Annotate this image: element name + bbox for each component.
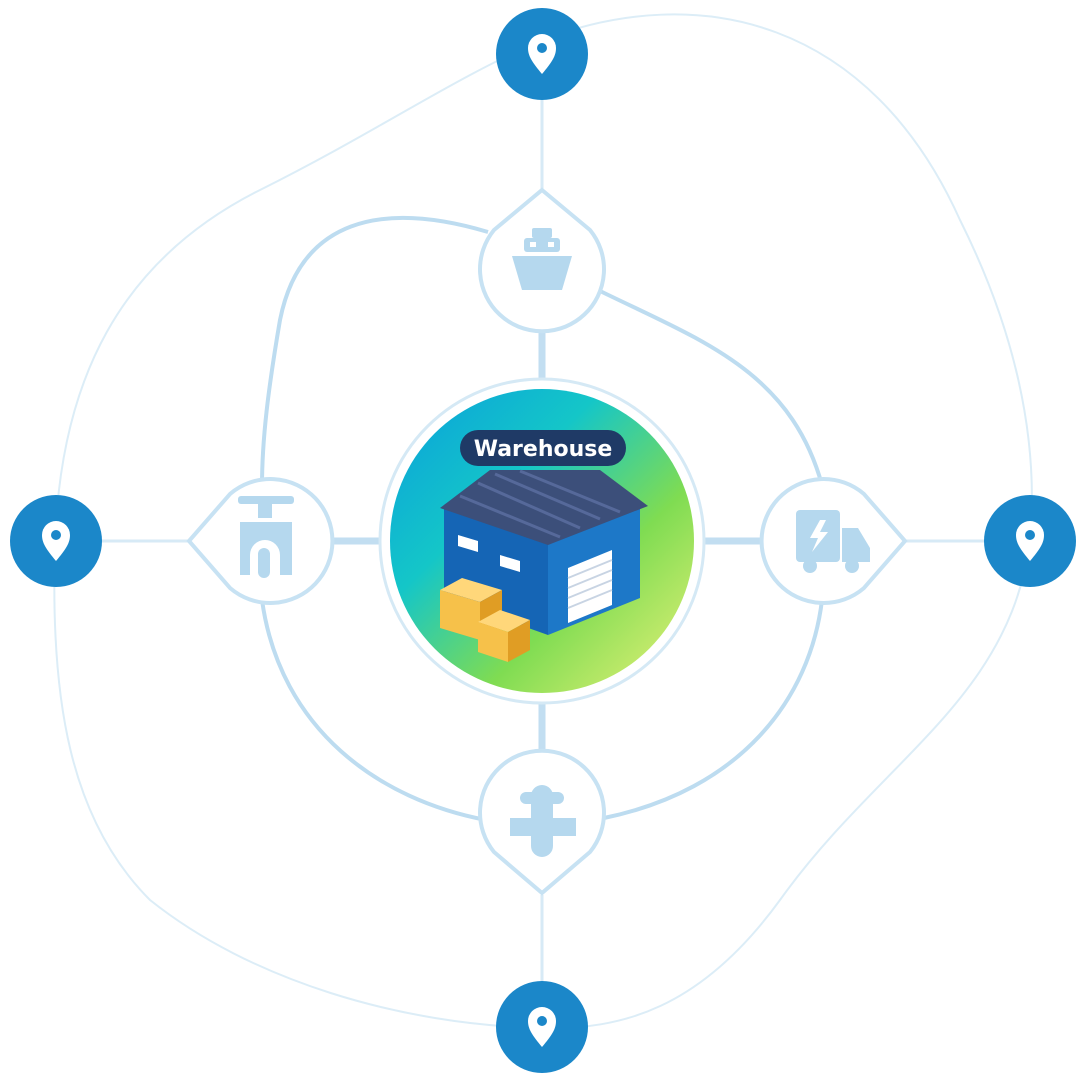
airplane-icon [510, 785, 576, 857]
map-pin-icon [528, 1007, 556, 1047]
location-pin-east[interactable] [984, 495, 1076, 587]
location-pin-north[interactable] [496, 8, 588, 100]
scooter-icon [238, 496, 294, 578]
transport-node-ship[interactable] [478, 187, 606, 334]
map-pin-icon [42, 521, 70, 561]
inner-route-ring [260, 215, 824, 822]
transport-node-scooter[interactable] [186, 477, 335, 605]
transport-node-truck[interactable] [759, 477, 908, 605]
location-pin-south[interactable] [496, 981, 588, 1073]
cargo-boxes [440, 578, 530, 662]
electric-truck-icon [796, 510, 870, 573]
location-pin-west[interactable] [10, 495, 102, 587]
inner-ring-sw [260, 599, 487, 822]
radial-connectors [100, 95, 985, 985]
hub-label: Warehouse [474, 437, 613, 462]
map-pin-icon [528, 34, 556, 74]
warehouse-illustration [440, 469, 648, 662]
warehouse-hub[interactable]: Warehouse [378, 377, 706, 705]
inner-ring-ne [597, 288, 824, 486]
transport-node-airplane[interactable] [478, 748, 606, 896]
inner-ring-nw [260, 215, 489, 487]
inner-ring-se [603, 599, 824, 820]
ship-icon [512, 228, 572, 290]
map-pin-icon [1016, 521, 1044, 561]
hub-label-badge [460, 430, 626, 466]
